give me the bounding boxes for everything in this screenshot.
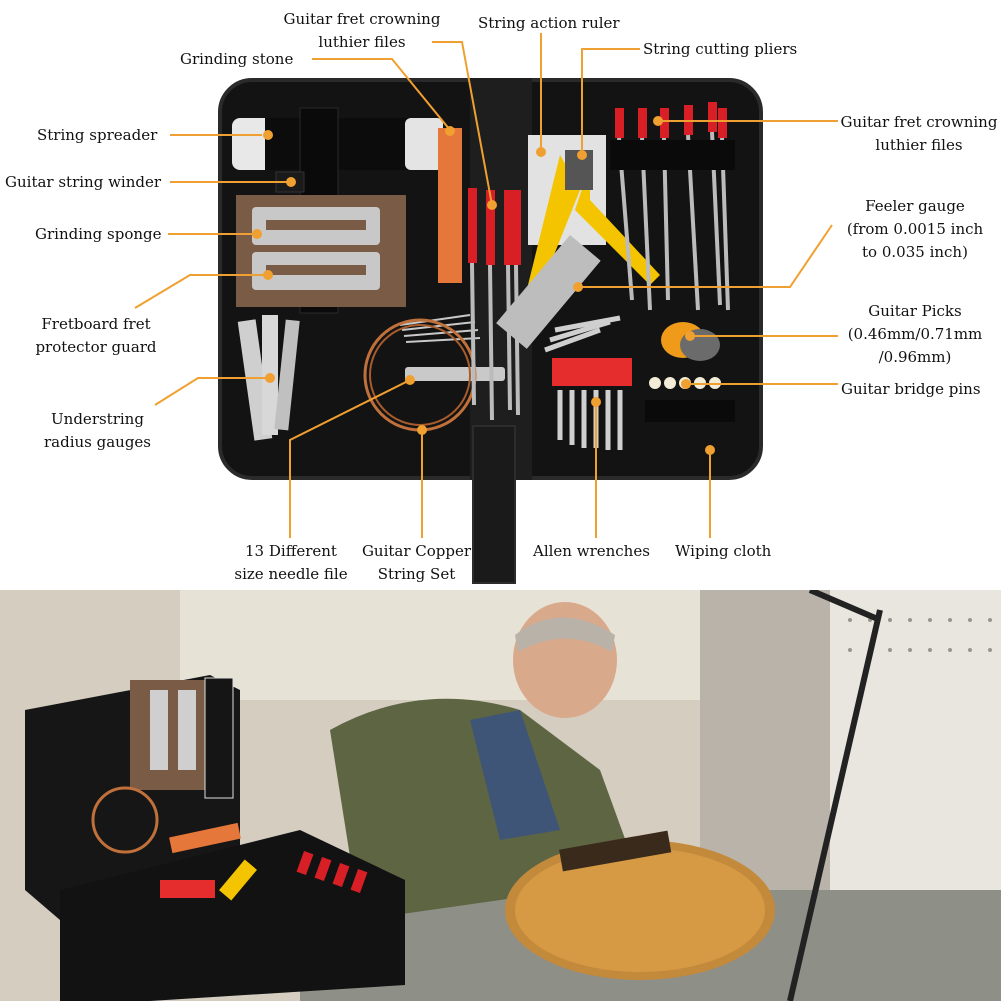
label-line: (from 0.0015 inch: [846, 220, 984, 238]
label-wiping-cloth: Wiping cloth: [675, 542, 772, 560]
label-line: luthier files: [875, 136, 963, 154]
label-line: String Set: [377, 565, 456, 583]
label-understring-gauges: Understring radius gauges: [30, 408, 165, 454]
label-allen-wrenches: Allen wrenches: [533, 542, 650, 560]
label-line: 13 Different: [245, 542, 337, 560]
label-fret-crowning-top: Guitar fret crowning luthier files: [282, 8, 442, 54]
label-line: (0.46mm/0.71mm: [847, 325, 983, 343]
label-grinding-sponge: Grinding sponge: [35, 225, 162, 243]
label-string-cutting-pliers: String cutting pliers: [643, 40, 798, 58]
case-zipper: [470, 78, 532, 480]
label-fretboard-protector: Fretboard fret protector guard: [26, 313, 166, 359]
label-string-winder: Guitar string winder: [5, 173, 162, 191]
label-line: Guitar Picks: [868, 302, 962, 320]
label-needle-file: 13 Different size needle file: [226, 540, 356, 586]
label-line: Guitar fret crowning: [840, 113, 998, 131]
label-bridge-pins: Guitar bridge pins: [841, 380, 981, 398]
workshop-photo: [0, 590, 1001, 1001]
label-line: size needle file: [234, 565, 348, 583]
case-strap: [472, 425, 516, 584]
label-string-action-ruler: String action ruler: [478, 14, 620, 32]
label-line: Feeler gauge: [865, 197, 965, 215]
label-line: Guitar Copper: [361, 542, 472, 560]
label-line: radius gauges: [43, 433, 152, 451]
label-line: Guitar fret crowning: [283, 10, 441, 28]
label-guitar-picks: Guitar Picks (0.46mm/0.71mm /0.96mm): [835, 300, 995, 369]
label-line: /0.96mm): [878, 348, 952, 366]
label-grinding-stone: Grinding stone: [180, 50, 294, 68]
workshop-scene: [0, 590, 1001, 1001]
label-string-spreader: String spreader: [37, 126, 158, 144]
label-line: Understring: [51, 410, 144, 428]
label-fret-crowning-right: Guitar fret crowning luthier files: [838, 111, 1000, 157]
label-line: to 0.035 inch): [862, 243, 968, 261]
product-diagram: Grinding stone Guitar fret crowning luth…: [5, 8, 1000, 586]
label-copper-string: Guitar Copper String Set: [354, 540, 479, 586]
label-line: Fretboard fret: [41, 315, 151, 333]
label-line: luthier files: [318, 33, 406, 51]
label-feeler-gauge: Feeler gauge (from 0.0015 inch to 0.035 …: [835, 195, 995, 264]
label-line: protector guard: [35, 338, 157, 356]
